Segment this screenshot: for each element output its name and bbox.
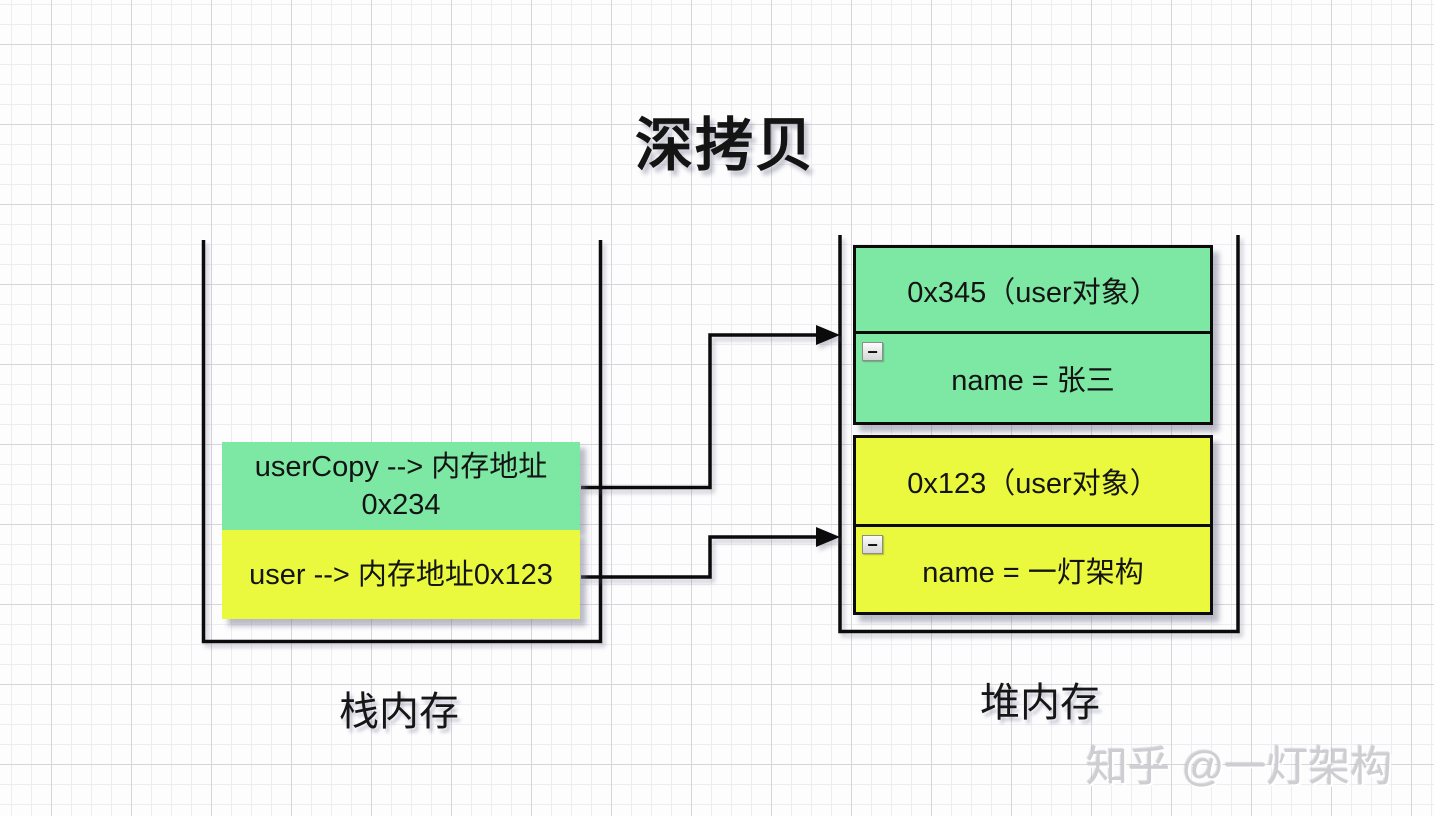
- heap-object-0x345: 0x345（user对象） − name = 张三: [853, 245, 1213, 425]
- heap-object-0x123-body: − name = 一灯架构: [856, 527, 1210, 612]
- heap-object-0x345-header: 0x345（user对象）: [856, 248, 1210, 334]
- heap-object-0x345-body: − name = 张三: [856, 334, 1210, 422]
- arrow-usercopy-to-0x345: [581, 325, 840, 490]
- arrowhead-icon: [816, 325, 840, 345]
- heap-object-0x123-header: 0x123（user对象）: [856, 438, 1210, 527]
- arrowhead-icon: [816, 527, 840, 547]
- arrow-user-to-0x123: [581, 527, 840, 579]
- stack-var-usercopy: userCopy --> 内存地址 0x234: [222, 442, 580, 530]
- stack-var-usercopy-line1: userCopy --> 内存地址: [254, 451, 548, 483]
- page-title: 深拷贝: [634, 113, 815, 178]
- stack-var-user: user --> 内存地址0x123: [222, 530, 580, 619]
- heap-memory-label: 堆内存: [980, 681, 1100, 725]
- heap-object-0x123-field: name = 一灯架构: [922, 556, 1144, 589]
- heap-object-0x123: 0x123（user对象） − name = 一灯架构: [853, 435, 1213, 615]
- watermark: 知乎 @一灯架构: [1086, 743, 1393, 790]
- stack-var-user-line1: user --> 内存地址0x123: [249, 558, 553, 591]
- stack-memory-label: 栈内存: [339, 690, 459, 734]
- collapse-minus-icon: −: [862, 535, 883, 554]
- stack-var-usercopy-line2: 0x234: [361, 489, 441, 521]
- collapse-minus-icon: −: [862, 342, 883, 361]
- heap-object-0x345-field: name = 张三: [951, 365, 1115, 397]
